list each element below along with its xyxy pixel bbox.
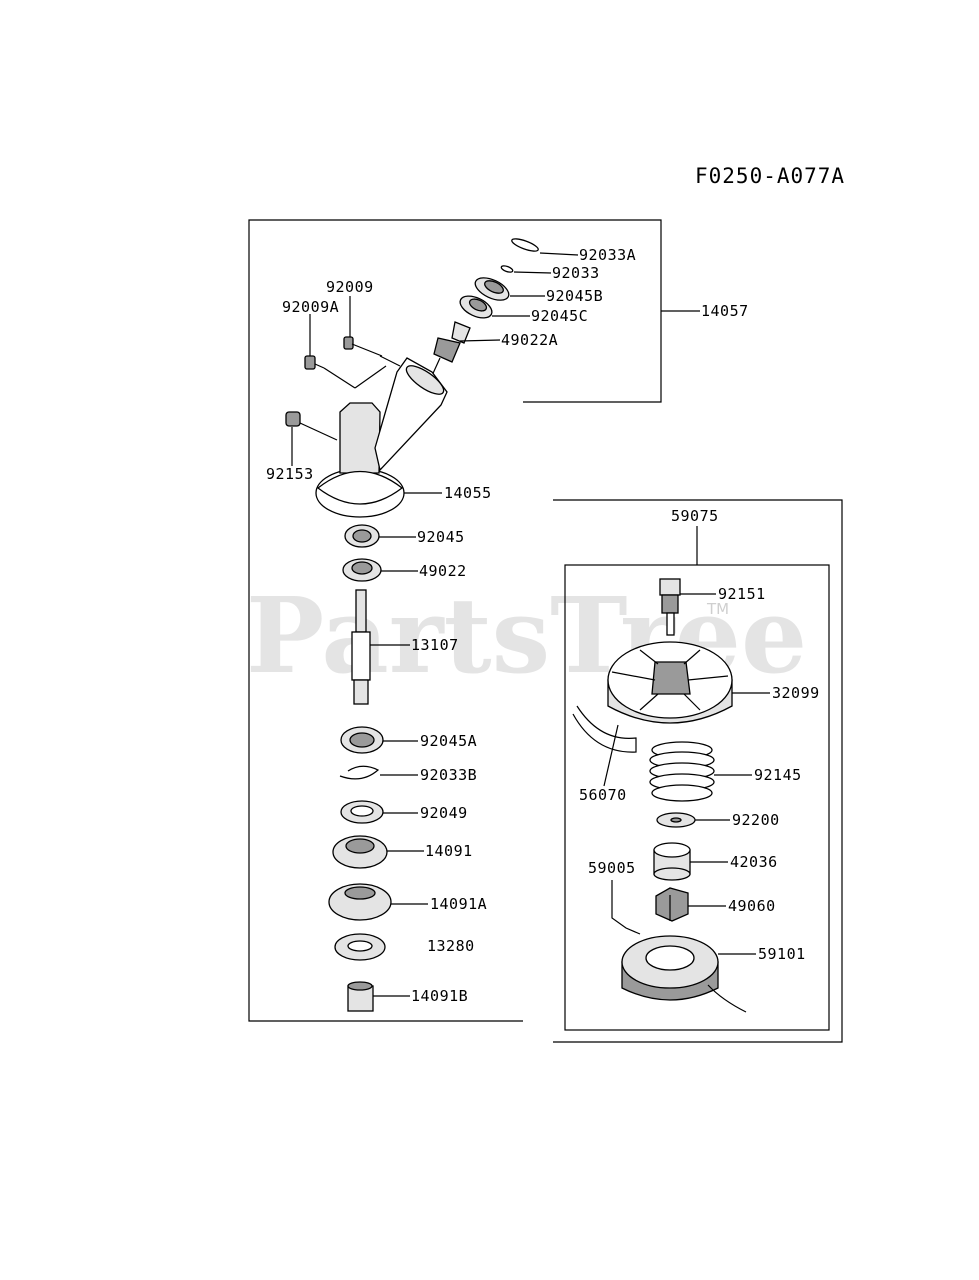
callout-92200: 92200	[732, 811, 780, 829]
callout-14057: 14057	[701, 302, 749, 320]
line-56070[interactable]	[572, 705, 637, 753]
reference-code: F0250-A077A	[695, 164, 845, 188]
callout-59005: 59005	[588, 859, 636, 877]
bearing-92045a[interactable]	[340, 726, 384, 754]
leader-92009a-axis	[323, 367, 356, 389]
callout-92009a: 92009A	[282, 298, 339, 316]
callout-92009: 92009	[326, 278, 374, 296]
callout-92033b: 92033B	[420, 766, 477, 784]
callout-14091a: 14091A	[430, 895, 487, 913]
gear-49022[interactable]	[342, 558, 382, 582]
callout-49022a: 49022A	[501, 331, 558, 349]
snap-ring-92033b[interactable]	[339, 765, 380, 780]
leader-49022a	[459, 339, 501, 342]
callout-56070: 56070	[579, 786, 627, 804]
bolt-92151[interactable]	[659, 578, 681, 636]
leader-92009-axis	[379, 355, 401, 367]
sleeve-42036[interactable]	[653, 842, 691, 881]
shaft-13107[interactable]	[351, 589, 371, 705]
cover-14091a[interactable]	[328, 883, 392, 921]
callout-92049: 92049	[420, 804, 468, 822]
bearing-92045c[interactable]	[457, 292, 495, 323]
callout-14055: 14055	[444, 484, 492, 502]
callout-92151: 92151	[718, 585, 766, 603]
callout-92045a: 92045A	[420, 732, 477, 750]
callout-92153: 92153	[266, 465, 314, 483]
spring-92145[interactable]	[649, 741, 715, 802]
callout-92145: 92145	[754, 766, 802, 784]
cup-14091[interactable]	[332, 835, 388, 869]
leader-92009a-axis-2	[354, 365, 387, 389]
bolt-92009[interactable]	[343, 336, 383, 357]
cover-32099[interactable]	[607, 641, 733, 724]
pinion-gear-49022a[interactable]	[429, 321, 471, 381]
watermark-trademark: TM	[706, 600, 729, 618]
leader-92033	[513, 271, 552, 274]
head-group-frame	[553, 499, 843, 1043]
washer-92049[interactable]	[340, 800, 384, 824]
collar-14091b[interactable]	[347, 981, 374, 1012]
nut-49060[interactable]	[655, 887, 689, 922]
callout-92045b: 92045B	[546, 287, 603, 305]
callout-92045: 92045	[417, 528, 465, 546]
bearing-92045b[interactable]	[472, 273, 512, 305]
bearing-92045[interactable]	[344, 524, 380, 548]
callout-92045c: 92045C	[531, 307, 588, 325]
callout-labels: 92033A 92033 92045B 92045C 49022A 14057 …	[266, 246, 820, 1005]
spool-59101[interactable]	[621, 935, 747, 1013]
callout-13107: 13107	[411, 636, 459, 654]
callout-14091: 14091	[425, 842, 473, 860]
callout-49022: 49022	[419, 562, 467, 580]
callout-92033: 92033	[552, 264, 600, 282]
head-assembly-frame	[564, 564, 830, 1031]
callout-92033a: 92033A	[579, 246, 636, 264]
gear-case-14055[interactable]	[315, 357, 448, 518]
washer-13280[interactable]	[334, 933, 386, 961]
callout-49060: 49060	[728, 897, 776, 915]
plug-92153[interactable]	[285, 411, 338, 441]
callout-14091b: 14091B	[411, 987, 468, 1005]
callout-42036: 42036	[730, 853, 778, 871]
snap-ring-92033a[interactable]	[510, 236, 539, 253]
line-59005[interactable]	[611, 880, 641, 935]
callout-59101: 59101	[758, 945, 806, 963]
callout-59075: 59075	[671, 507, 719, 525]
washer-92200[interactable]	[656, 812, 696, 828]
callout-32099: 32099	[772, 684, 820, 702]
ring-92033[interactable]	[500, 265, 514, 274]
leader-92033a	[539, 252, 579, 256]
gear-case-group-frame	[248, 219, 662, 1022]
bolt-92009a[interactable]	[304, 355, 325, 370]
callout-13280: 13280	[427, 937, 475, 955]
leader-56070	[603, 724, 619, 787]
